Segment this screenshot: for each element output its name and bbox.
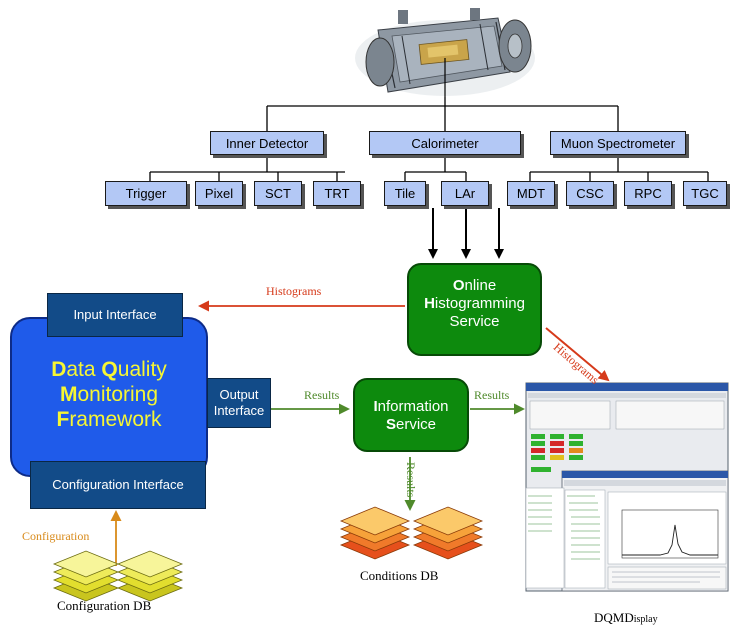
ohs-initial-h: H bbox=[424, 295, 435, 312]
output-interface-box: Output Interface bbox=[207, 378, 271, 428]
trigger-box: Trigger bbox=[105, 181, 187, 206]
dqmf-initial-q: Q bbox=[101, 358, 118, 381]
muon-spectrometer-box: Muon Spectrometer bbox=[550, 131, 686, 155]
is-initial-s: S bbox=[385, 416, 396, 433]
mdt-box: MDT bbox=[507, 181, 555, 206]
dqmf-word-uality: uality bbox=[117, 358, 167, 381]
configuration-interface-box: Configuration Interface bbox=[30, 461, 206, 509]
is-line1: nformation bbox=[377, 398, 449, 415]
results-label-output: Results bbox=[304, 388, 340, 402]
dqmf-initial-d: D bbox=[51, 358, 67, 381]
atlas-detector-image bbox=[355, 8, 535, 97]
dqmf-initial-f: F bbox=[56, 408, 70, 431]
inner-detector-box: Inner Detector bbox=[210, 131, 324, 155]
configuration-db-caption: Configuration DB bbox=[57, 598, 152, 613]
rpc-box: RPC bbox=[624, 181, 672, 206]
data-quality-monitoring-framework: Data Quality Monitoring Framework bbox=[10, 317, 208, 477]
trt-box: TRT bbox=[313, 181, 361, 206]
configuration-db-icon bbox=[52, 550, 184, 602]
output-interface-line2: Interface bbox=[213, 403, 265, 418]
ohs-initial-o: O bbox=[452, 277, 465, 294]
results-label-is: Results bbox=[474, 388, 510, 402]
ohs-line2: istogramming bbox=[434, 295, 525, 312]
tile-box: Tile bbox=[384, 181, 426, 206]
detector-to-ohs-arrows bbox=[428, 208, 504, 259]
dqmf-word-ata: ata bbox=[66, 358, 96, 381]
conditions-db-icon bbox=[339, 506, 484, 560]
output-interface-line1: Output bbox=[219, 387, 259, 402]
dqmd-caption: DQMDisplay bbox=[594, 610, 658, 626]
csc-box: CSC bbox=[566, 181, 614, 206]
information-service: Information Service bbox=[353, 378, 469, 452]
pixel-box: Pixel bbox=[195, 181, 243, 206]
lar-box: LAr bbox=[441, 181, 489, 206]
is-initial-i: I bbox=[373, 398, 378, 415]
dqmd-caption-sub: isplay bbox=[633, 614, 658, 625]
dqmf-word-onitoring: onitoring bbox=[77, 383, 159, 406]
dqmd-screenshot bbox=[525, 382, 729, 592]
histograms-label-left: Histograms bbox=[266, 284, 322, 298]
online-histogramming-service: Online Histogramming Service bbox=[407, 263, 542, 356]
input-interface-box: Input Interface bbox=[47, 293, 183, 337]
ohs-line3: Service bbox=[449, 313, 500, 330]
is-line2: ervice bbox=[396, 416, 437, 433]
configuration-label: Configuration bbox=[22, 529, 90, 543]
dqmd-caption-main: DQMD bbox=[594, 610, 634, 625]
dqmf-initial-m: M bbox=[59, 383, 78, 406]
tgc-box: TGC bbox=[683, 181, 727, 206]
calorimeter-box: Calorimeter bbox=[369, 131, 521, 155]
conditions-db-caption: Conditions DB bbox=[360, 568, 439, 583]
ohs-line1: nline bbox=[464, 277, 497, 294]
results-label-down: Results bbox=[404, 462, 418, 498]
sct-box: SCT bbox=[254, 181, 302, 206]
dqmf-word-ramework: ramework bbox=[69, 408, 162, 431]
histograms-label-diagonal: Histograms bbox=[550, 340, 602, 387]
